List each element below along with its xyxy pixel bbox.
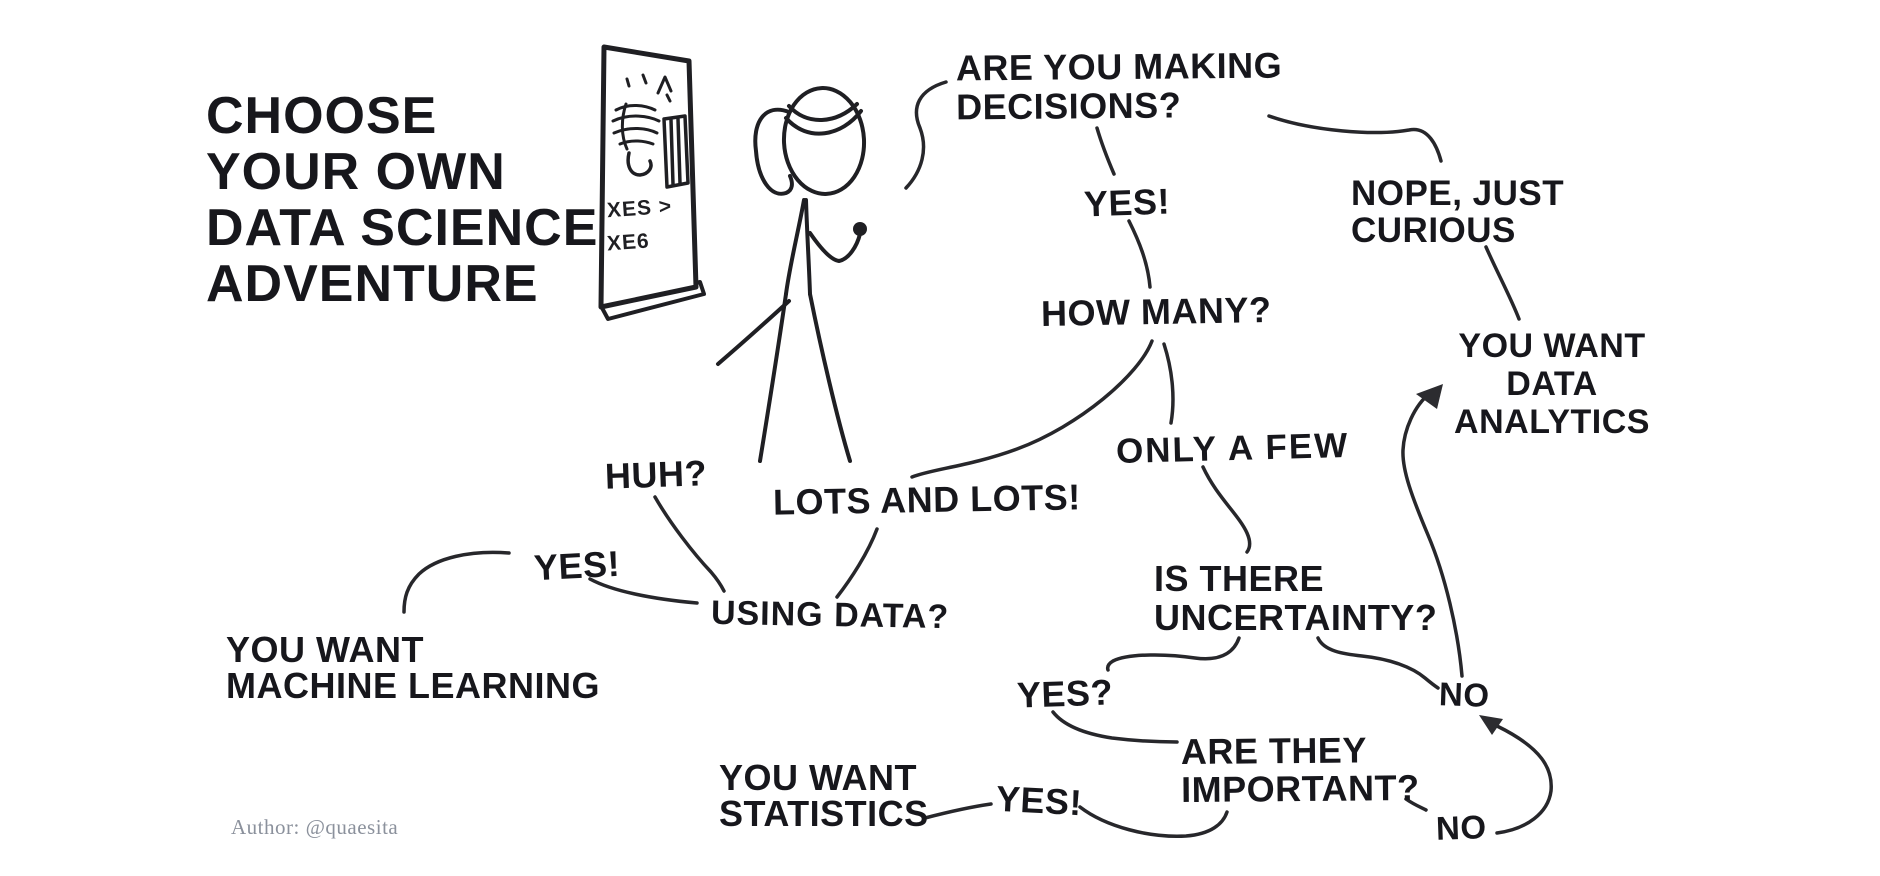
connector-important-to-no (1404, 797, 1428, 812)
connector-lots-to-using (835, 527, 879, 599)
poster-scribble-block (611, 102, 661, 151)
figure-ponytail (753, 107, 794, 196)
connector-nope-to-analytics (1484, 245, 1521, 321)
node-question-uncertainty: IS THERE UNCERTAINTY? (1154, 559, 1437, 637)
figure-left-arm (716, 299, 791, 366)
node-line: IMPORTANT? (1180, 766, 1420, 811)
figure-head (781, 86, 867, 196)
node-line: DATA (1506, 365, 1598, 403)
connector-few-to-uncertainty (1201, 465, 1252, 554)
poster-outline (598, 44, 699, 310)
node-line: CURIOUS (1351, 211, 1516, 250)
node-line: NOPE, JUST (1351, 174, 1565, 213)
node-line: ARE YOU MAKING (955, 44, 1283, 89)
connector-decisions-to-nope (1267, 114, 1443, 163)
node-answer-important-no: NO (1435, 808, 1488, 847)
node-line: MACHINE LEARNING (226, 665, 600, 706)
title-line: YOUR OWN (206, 143, 506, 201)
connector-uncertainty-to-yes (1105, 636, 1241, 672)
title-line: DATA SCIENCE (206, 199, 599, 257)
node-line: YOU WANT (1458, 327, 1646, 365)
arrowhead-to-data-analytics (1416, 384, 1443, 409)
page-title: CHOOSE YOUR OWN DATA SCIENCE ADVENTURE (206, 88, 598, 312)
connector-yes-to-ml (402, 550, 511, 614)
node-answer-lots-and-lots: LOTS AND LOTS! (772, 476, 1081, 523)
node-question-how-many: HOW MANY? (1040, 288, 1272, 335)
connector-huh-to-using (653, 495, 726, 593)
node-outcome-statistics: YOU WANT STATISTICS (719, 760, 929, 832)
node-answer-decisions-yes: YES! (1083, 180, 1171, 225)
node-line: YOU WANT (719, 757, 917, 798)
poster-scribble-text-1: XES > (606, 194, 673, 223)
figure-body-right (804, 198, 812, 296)
figure-left-leg (758, 292, 788, 463)
poster-loop-arrow (626, 151, 653, 177)
arrowhead-to-no (1479, 715, 1503, 735)
node-question-decisions: ARE YOU MAKING DECISIONS? (955, 44, 1283, 128)
node-question-using-data: USING DATA? (710, 593, 950, 637)
connector-no1-to-analytics-arrow (1401, 391, 1464, 678)
node-answer-important-yes: YES! (995, 777, 1084, 824)
connector-statistics-to-yes (923, 802, 993, 820)
poster-scribble-text-2: XE6 (606, 229, 651, 256)
node-outcome-machine-learning: YOU WANT MACHINE LEARNING (226, 632, 600, 704)
node-outcome-data-analytics: YOU WANT DATA ANALYTICS (1441, 327, 1663, 441)
figure-right-leg (808, 292, 852, 463)
node-answer-decisions-nope: NOPE, JUST CURIOUS (1351, 175, 1564, 249)
node-line: STATISTICS (719, 793, 929, 834)
node-answer-huh: HUH? (604, 452, 708, 497)
connector-no2-loop-arrow (1495, 724, 1553, 835)
node-line: ARE THEY (1180, 729, 1368, 773)
connector-howmany-to-lots (910, 339, 1154, 479)
poster-door-sketch (662, 114, 690, 189)
node-line: UNCERTAINTY? (1154, 597, 1438, 638)
connector-uncertainty-to-no (1316, 636, 1440, 690)
poster (598, 44, 706, 321)
node-line: ANALYTICS (1454, 403, 1650, 441)
node-answer-uncertainty-no: NO (1438, 675, 1491, 714)
title-line: CHOOSE (206, 87, 438, 145)
node-line: DECISIONS? (955, 84, 1182, 128)
node-question-important: ARE THEY IMPORTANT? (1180, 729, 1420, 811)
connector-head-to-decisions (904, 80, 948, 190)
connectors (402, 80, 1553, 838)
connector-yes-to-important (1051, 710, 1179, 744)
node-answer-uncertainty-yes: YES? (1016, 671, 1114, 716)
figure-body-left (784, 198, 806, 296)
connector-yes-to-using (588, 577, 699, 605)
node-answer-using-yes: YES! (532, 542, 621, 589)
title-line: ADVENTURE (206, 255, 539, 313)
figure-right-arm (808, 231, 862, 263)
node-line: IS THERE (1154, 558, 1325, 599)
connector-howmany-to-few (1162, 342, 1175, 425)
connector-yes-to-important-2 (1078, 805, 1229, 838)
connector-yes-to-howmany (1127, 219, 1152, 289)
node-answer-only-a-few: ONLY A FEW (1115, 425, 1350, 472)
poster-scribble-marks (625, 73, 673, 103)
author-credit: Author: @quaesita (231, 815, 399, 839)
figure-hair (784, 109, 863, 136)
node-line: YOU WANT (226, 629, 424, 670)
figure-hair-2 (787, 102, 859, 122)
stick-figure (716, 86, 867, 463)
connector-decisions-to-yes (1095, 126, 1116, 176)
figure-fist (853, 222, 867, 236)
